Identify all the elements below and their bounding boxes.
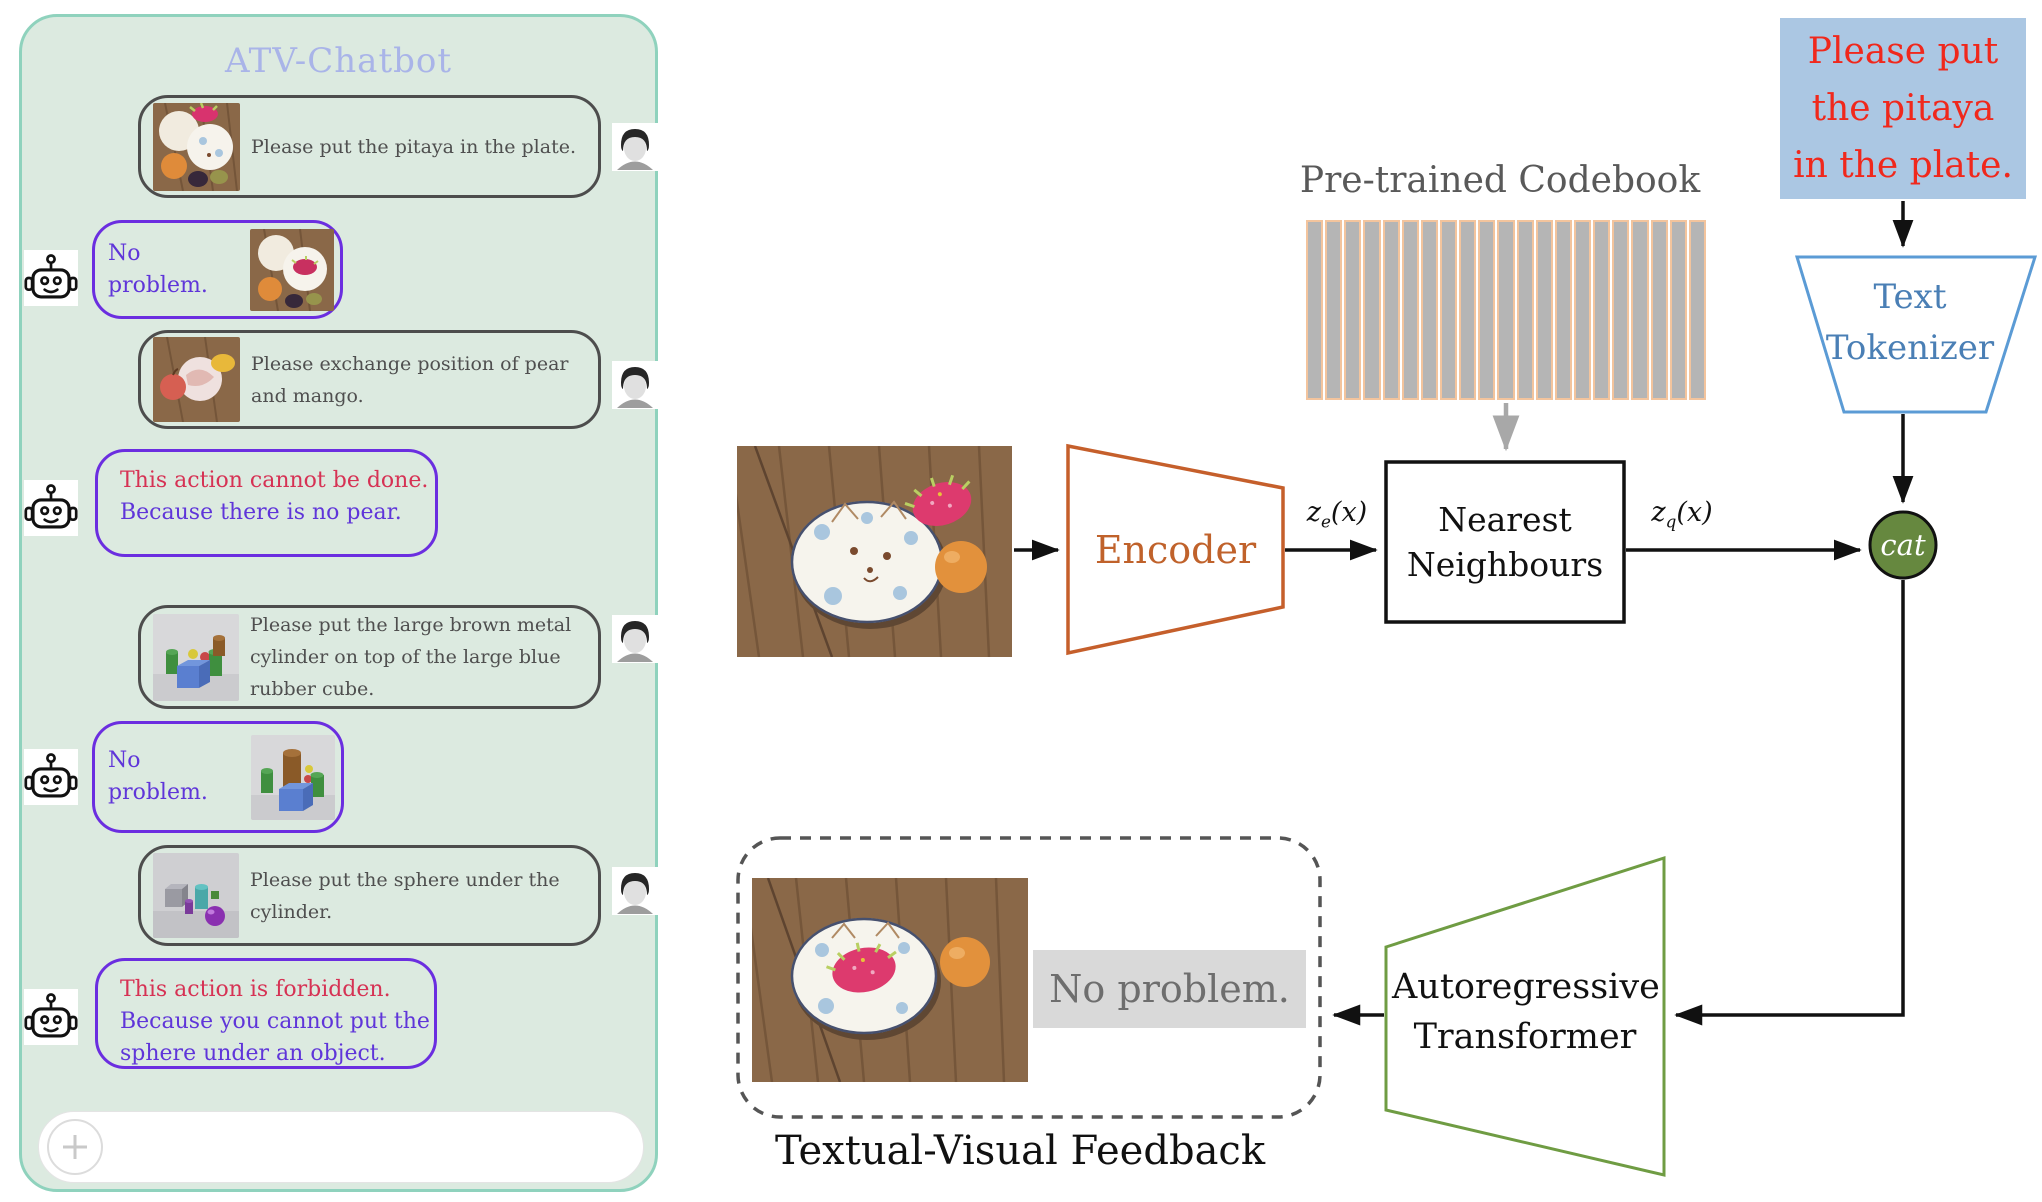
- codebook-cell: [1459, 220, 1477, 400]
- zq-label: zq(x): [1651, 497, 1713, 532]
- codebook-cell: [1363, 220, 1381, 400]
- codebook-cell: [1382, 220, 1400, 400]
- robot-icon: [24, 749, 78, 805]
- nearest-neighbours-label: Nearest Neighbours: [1406, 500, 1604, 584]
- message-text: No problem.: [108, 240, 208, 298]
- robot-icon: [24, 480, 78, 536]
- message-text: Please put the large brown metal cylinde…: [250, 614, 572, 700]
- codebook-cell: [1612, 220, 1630, 400]
- message-text: Please exchange position of pear and man…: [251, 352, 569, 407]
- apple-plate-mango-photo: [153, 337, 240, 422]
- codebook-cell: [1344, 220, 1362, 400]
- codebook-cell: [1325, 220, 1343, 400]
- robot-icon: [24, 989, 78, 1045]
- chat-bubble-user: Please put the large brown metal cylinde…: [138, 605, 601, 709]
- feedback-text-box: No problem.: [1033, 950, 1306, 1028]
- clevr-scene-photo: [153, 613, 239, 701]
- message-text: Because there is no pear.: [120, 500, 402, 525]
- message-text: This action is forbidden.: [120, 977, 391, 1002]
- codebook-cell: [1516, 220, 1534, 400]
- chat-input[interactable]: [38, 1111, 644, 1183]
- user-avatar-icon: [612, 123, 658, 171]
- codebook-cell: [1439, 220, 1458, 400]
- codebook-cell: [1478, 220, 1496, 400]
- codebook-label: Pre-trained Codebook: [1299, 160, 1701, 201]
- chat-bubble-user: Please put the sphere under the cylinder…: [138, 845, 601, 946]
- feedback-caption: Textual-Visual Feedback: [774, 1128, 1266, 1174]
- chat-bubble-bot: No problem.: [92, 220, 343, 319]
- pitaya-on-plate-photo: [250, 228, 334, 311]
- user-avatar-icon: [612, 361, 658, 409]
- concat-node-label: cat: [1880, 528, 1926, 562]
- chat-bubble-bot: This action cannot be done. Because ther…: [95, 449, 438, 557]
- ze-label: ze(x): [1306, 497, 1368, 532]
- codebook-cell: [1420, 220, 1438, 400]
- codebook-cell: [1573, 220, 1592, 400]
- codebook-cell: [1593, 220, 1611, 400]
- autoregressive-transformer-label: Autoregressive Transformer: [1392, 967, 1660, 1057]
- instruction-box: Please put the pitaya in the plate.: [1780, 18, 2026, 199]
- codebook-cell: [1535, 220, 1553, 400]
- clevr-metal-scene-photo: [153, 853, 239, 938]
- arrow-concat-to-transformer: [1674, 580, 1905, 1026]
- codebook-cell: [1688, 220, 1706, 400]
- user-avatar-icon: [612, 615, 658, 663]
- codebook-cell: [1669, 220, 1687, 400]
- clevr-result-photo: [251, 734, 335, 820]
- message-text: Because you cannot put the: [120, 1009, 430, 1034]
- codebook-cell: [1554, 220, 1572, 400]
- message-text: sphere under an object.: [120, 1041, 386, 1066]
- message-text: Please put the sphere under the cylinder…: [250, 868, 560, 923]
- robot-icon: [24, 250, 78, 306]
- codebook-cell: [1497, 220, 1515, 400]
- input-image-photo: [737, 446, 1012, 657]
- codebook-bars: [1306, 220, 1706, 400]
- output-image-photo: [752, 878, 1028, 1082]
- fruits-table-photo: [153, 102, 240, 191]
- codebook-cell: [1401, 220, 1419, 400]
- user-avatar-icon: [612, 867, 658, 915]
- message-text: This action cannot be done.: [120, 468, 429, 493]
- codebook-cell: [1306, 220, 1324, 400]
- message-text: No problem.: [108, 748, 208, 805]
- chatbot-panel: ATV-Chatbot Please put the pitaya in the…: [19, 14, 658, 1192]
- chat-bubble-bot: No problem.: [92, 721, 344, 833]
- chat-bubble-bot: This action is forbidden. Because you ca…: [95, 958, 437, 1069]
- codebook-cell: [1631, 220, 1649, 400]
- plus-icon: [63, 1135, 87, 1159]
- chat-title: ATV-Chatbot: [224, 41, 453, 81]
- chat-bubble-user: Please put the pitaya in the plate.: [138, 95, 601, 198]
- chat-bubble-user: Please exchange position of pear and man…: [138, 330, 601, 429]
- codebook-cell: [1650, 220, 1668, 400]
- encoder-label: Encoder: [1094, 527, 1257, 572]
- text-tokenizer-label: Text Tokenizer: [1825, 277, 1995, 368]
- message-text: Please put the pitaya in the plate.: [251, 135, 576, 158]
- add-attachment-button[interactable]: [47, 1119, 103, 1175]
